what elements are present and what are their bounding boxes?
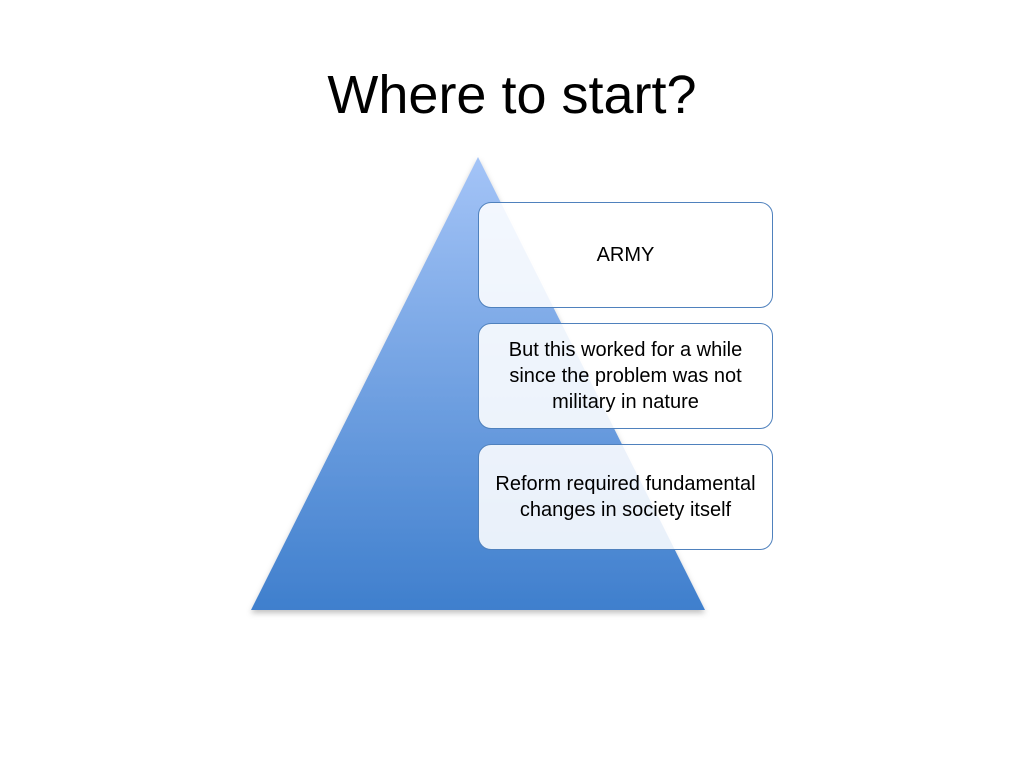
pyramid-level-3-text: Reform required fundamental changes in s… [495,473,756,521]
pyramid-level-1-text: ARMY [596,244,655,266]
pyramid-level-2-box: But this worked for a while since the pr… [478,323,773,429]
pyramid-level-1-box: ARMY [478,202,773,308]
slide-title: Where to start? [327,65,697,125]
pyramid-level-3-box: Reform required fundamental changes in s… [478,444,773,550]
pyramid-level-2-text: But this worked for a while since the pr… [508,339,743,413]
